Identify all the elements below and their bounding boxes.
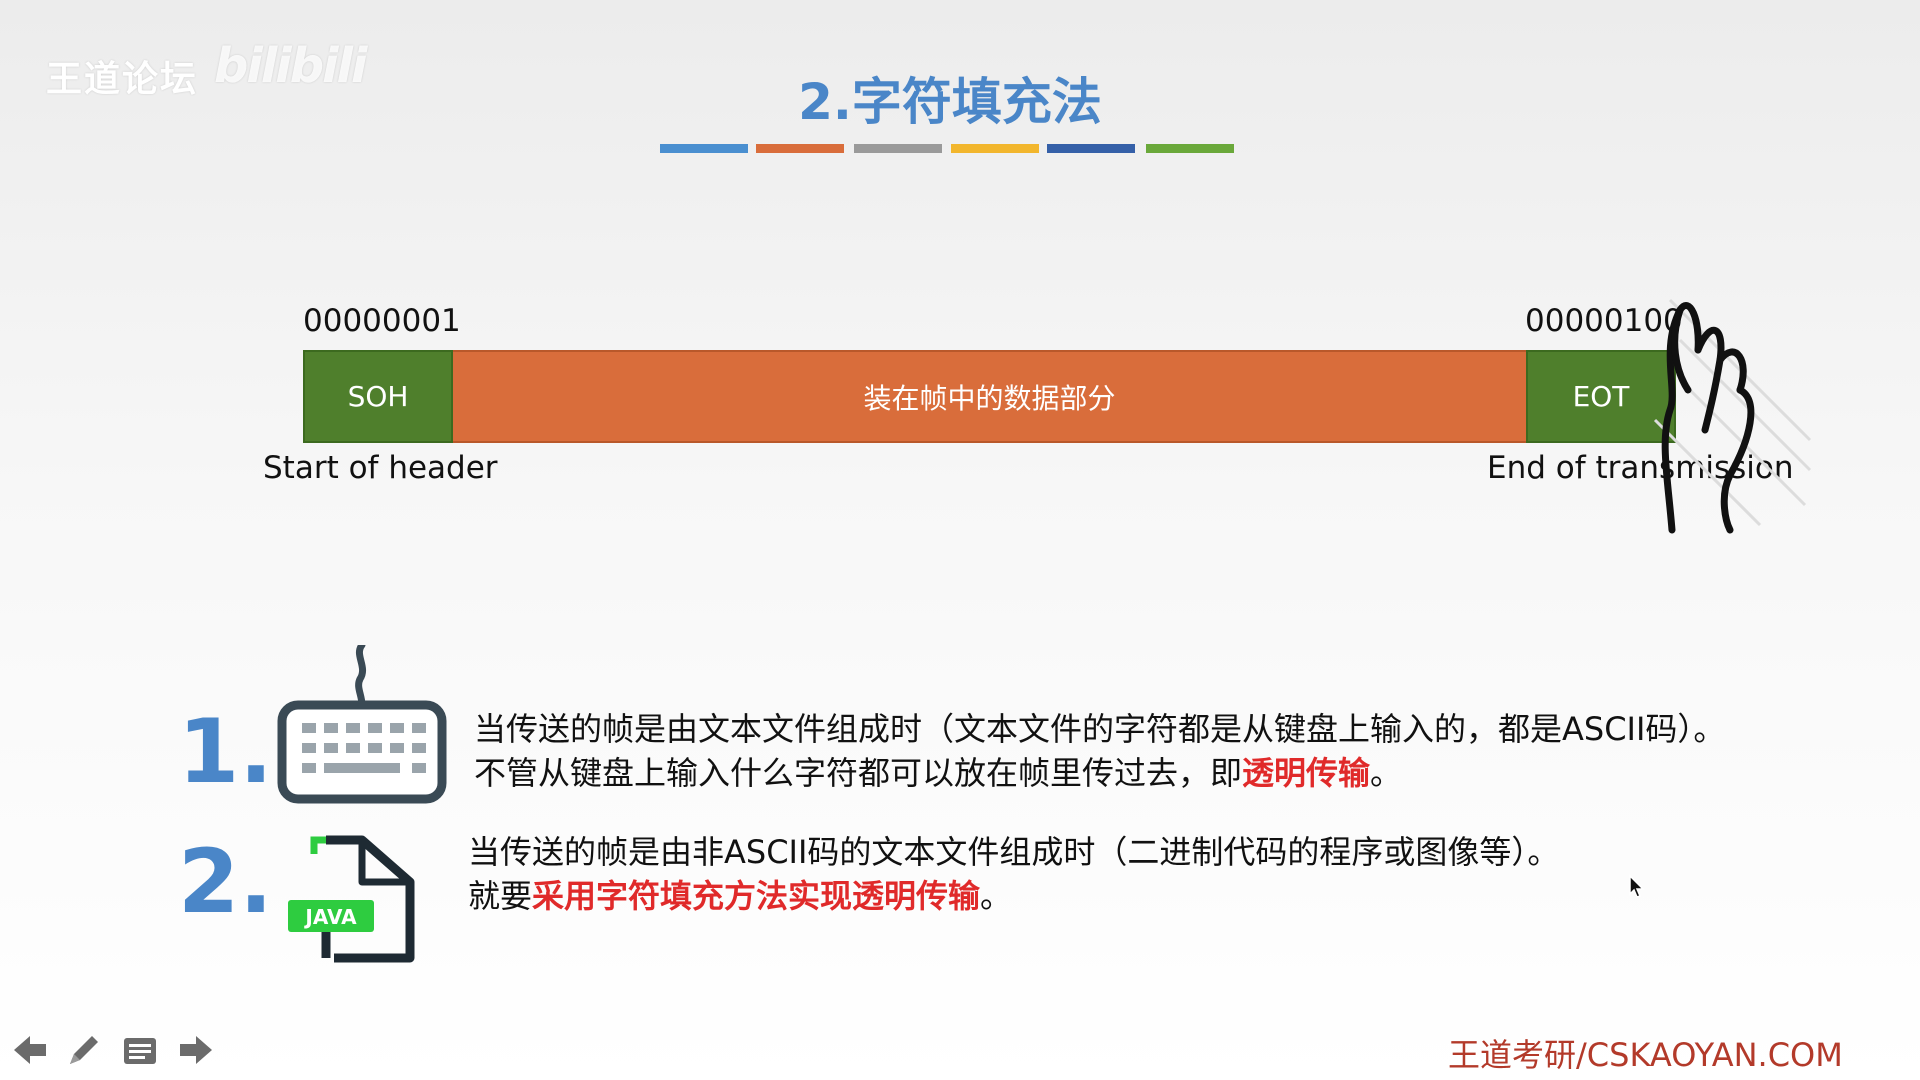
- hand-drawing-icon: [1653, 298, 1812, 534]
- color-bar-1: [660, 144, 748, 153]
- point-1-number: 1.: [178, 700, 273, 803]
- mouse-cursor-icon: [1629, 874, 1645, 898]
- footer-brand: 王道考研/CSKAOYAN.COM: [1448, 1036, 1843, 1074]
- color-bar-6: [1146, 144, 1234, 153]
- point-2-highlight: 采用字符填充方法实现透明传输: [532, 877, 981, 915]
- point-2-line-2-prefix: 就要: [468, 877, 533, 915]
- arrow-left-icon[interactable]: [10, 1030, 50, 1070]
- soh-label: SOH: [347, 380, 409, 413]
- soh-field: SOH: [303, 350, 453, 443]
- color-bar-3: [854, 144, 942, 153]
- point-1-line-2: 不管从键盘上输入什么字符都可以放在帧里传过去，即透明传输。: [474, 751, 1725, 795]
- java-badge-label: JAVA: [303, 905, 357, 929]
- color-bar-2: [756, 144, 844, 153]
- soh-bits: 00000001: [303, 303, 461, 339]
- bilibili-logo: bilibili: [214, 38, 367, 94]
- point-1-line-1: 当传送的帧是由文本文件组成时（文本文件的字符都是从键盘上输入的，都是ASCII码…: [474, 710, 1726, 748]
- pen-icon[interactable]: [64, 1030, 104, 1070]
- point-1-line-2-suffix: 。: [1370, 754, 1403, 792]
- point-1-line-2-prefix: 不管从键盘上输入什么字符都可以放在帧里传过去，即: [474, 754, 1243, 792]
- watermark-text: 王道论坛: [46, 59, 199, 100]
- point-2-line-2-suffix: 。: [980, 877, 1013, 915]
- slide-title: 2.字符填充法: [798, 73, 1102, 131]
- eot-label: EOT: [1572, 380, 1630, 413]
- color-bar-4: [951, 144, 1039, 153]
- data-label: 装在帧中的数据部分: [863, 381, 1116, 415]
- point-2-line-1: 当传送的帧是由非ASCII码的文本文件组成时（二进制代码的程序或图像等）。: [468, 833, 1560, 871]
- arrow-right-icon[interactable]: [176, 1030, 216, 1070]
- keyboard-icon: [277, 645, 447, 804]
- point-2-text: 当传送的帧是由非ASCII码的文本文件组成时（二进制代码的程序或图像等）。 就要…: [468, 830, 1559, 918]
- color-bar-5: [1047, 144, 1135, 153]
- point-2-line-2: 就要采用字符填充方法实现透明传输。: [468, 874, 1559, 918]
- point-1-highlight: 透明传输: [1242, 754, 1371, 792]
- data-field: 装在帧中的数据部分: [453, 350, 1526, 443]
- java-file-icon: JAVA: [288, 835, 415, 963]
- eot-bits: 00000100: [1525, 303, 1683, 339]
- point-1-text: 当传送的帧是由文本文件组成时（文本文件的字符都是从键盘上输入的，都是ASCII码…: [474, 707, 1725, 795]
- soh-caption: Start of header: [263, 450, 498, 486]
- point-2-number: 2.: [178, 830, 273, 933]
- notes-icon[interactable]: [120, 1030, 160, 1070]
